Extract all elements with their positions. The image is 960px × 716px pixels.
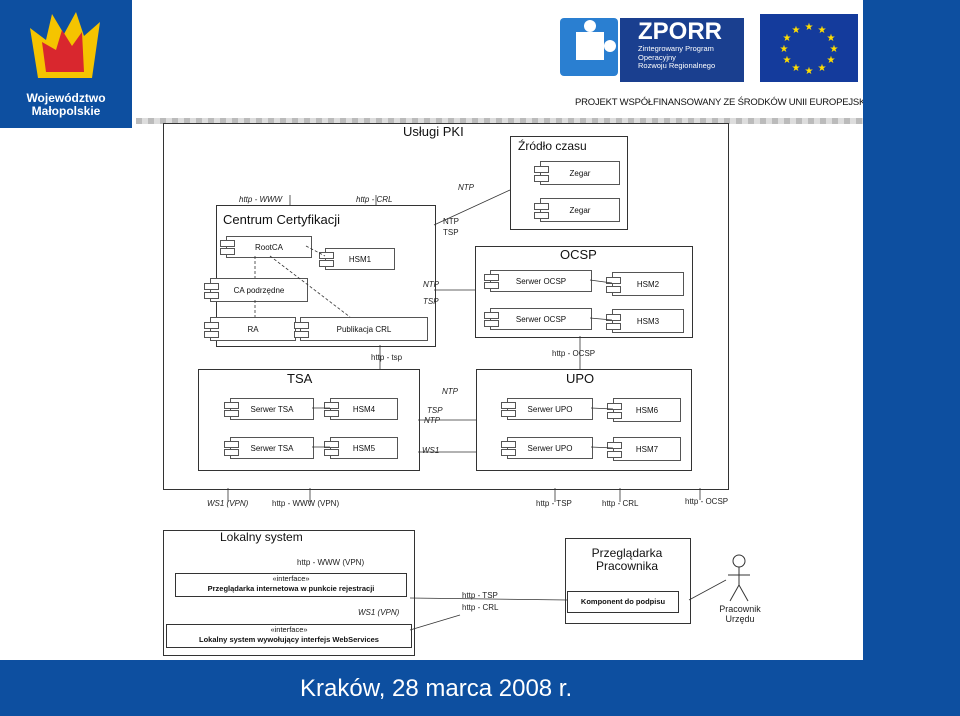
svg-text:★: ★ [805, 22, 814, 33]
proto-tsp: TSP [443, 228, 459, 237]
proto-http-tsp: http - TSP [536, 499, 572, 508]
interface-przegladarka: «interface» Przeglądarka internetowa w p… [175, 573, 407, 597]
proto-tsp: TSP [427, 406, 443, 415]
svg-text:★: ★ [792, 63, 801, 74]
ra-component: RA [204, 317, 296, 341]
svg-text:★: ★ [818, 25, 827, 36]
hsm2-component: HSM2 [606, 272, 684, 296]
svg-text:★: ★ [805, 66, 814, 77]
zegar-component: Zegar [534, 198, 620, 222]
centrum-certyfikacji-title: Centrum Certyfikacji [223, 212, 341, 227]
svg-text:★: ★ [783, 33, 792, 44]
hsm6-component: HSM6 [607, 398, 681, 422]
actor-icon [728, 554, 750, 602]
zegar-component: Zegar [534, 161, 620, 185]
komponent-do-podpisu: Komponent do podpisu [567, 591, 679, 613]
proto-ws1-vpn: WS1 (VPN) [358, 608, 400, 617]
header-divider [136, 118, 863, 124]
zporr-logo: ZPORR Zintegrowany Program Operacyjny Ro… [558, 14, 746, 82]
proto-http-crl: http - CRL [602, 499, 639, 508]
tsa-title: TSA [287, 371, 313, 386]
wojewodztwo-logo [0, 0, 132, 128]
svg-text:★: ★ [818, 63, 827, 74]
serwer-upo-component: Serwer UPO [501, 398, 593, 420]
pracownik-urzedu-label: Pracownik Urzędu [719, 604, 761, 624]
proto-http-www: http - WWW [239, 195, 283, 204]
serwer-upo-component: Serwer UPO [501, 437, 593, 459]
zrodlo-czasu-title: Źródło czasu [518, 139, 587, 153]
svg-text:★: ★ [792, 25, 801, 36]
footer-date-text: Kraków, 28 marca 2008 r. [300, 675, 573, 702]
ocsp-title: OCSP [560, 247, 597, 262]
hsm3-component: HSM3 [606, 309, 684, 333]
lokalny-system-title: Lokalny system [220, 530, 303, 544]
rootca-component: RootCA [220, 236, 312, 258]
upo-title: UPO [566, 371, 595, 386]
publikacja-crl-component: Publikacja CRL [294, 317, 428, 341]
svg-text:★: ★ [827, 55, 836, 66]
przegladarka-pracownika-title: Przeglądarka Pracownika [591, 546, 663, 573]
proto-ntp: NTP [442, 387, 458, 396]
uslugi-pki-title: Usługi PKI [403, 124, 464, 139]
right-side-bar [863, 0, 960, 716]
proto-http-tsp: http - TSP [462, 591, 498, 600]
proto-tsp: TSP [423, 297, 439, 306]
crown-emblem-icon [30, 12, 100, 78]
svg-text:★: ★ [780, 44, 789, 55]
project-cofinancing-line: PROJEKT WSPÓŁFINANSOWANY ZE ŚRODKÓW UNII… [575, 97, 879, 108]
proto-ntp: NTP [423, 280, 439, 289]
serwer-ocsp-component: Serwer OCSP [484, 308, 592, 330]
zporr-title: ZPORR [638, 18, 722, 45]
ca-podrzedne-component: CA podrzędne [204, 278, 308, 302]
proto-http-crl: http - CRL [356, 195, 393, 204]
hsm7-component: HSM7 [607, 437, 681, 461]
hsm4-component: HSM4 [324, 398, 398, 420]
proto-ws1: WS1 [422, 446, 440, 455]
serwer-tsa-component: Serwer TSA [224, 398, 314, 420]
proto-http-www-vpn: http - WWW (VPN) [297, 558, 365, 567]
proto-http-crl: http - CRL [462, 603, 499, 612]
logo-text: Województwo Małopolskie [26, 91, 106, 118]
zporr-subtitle: Zintegrowany Program Operacyjny Rozwoju … [638, 44, 716, 70]
hsm1-component: HSM1 [319, 248, 395, 270]
interface-lokalny-system: «interface» Lokalny system wywołujący in… [166, 624, 412, 648]
hsm5-component: HSM5 [324, 437, 398, 459]
proto-ntp: NTP [458, 183, 474, 192]
proto-http-ocsp: http - OCSP [552, 349, 596, 358]
proto-ntp: NTP [443, 217, 459, 226]
proto-ws1-vpn: WS1 (VPN) [207, 499, 249, 508]
serwer-ocsp-component: Serwer OCSP [484, 270, 592, 292]
serwer-tsa-component: Serwer TSA [224, 437, 314, 459]
proto-ntp: NTP [424, 416, 440, 425]
proto-http-ocsp: http - OCSP [685, 497, 729, 506]
proto-http-www-vpn: http - WWW (VPN) [272, 499, 340, 508]
proto-http-tsp: http - tsp [371, 353, 403, 362]
svg-text:★: ★ [830, 44, 839, 55]
footer-bar [0, 660, 863, 716]
svg-text:★: ★ [827, 33, 836, 44]
svg-text:★: ★ [783, 55, 792, 66]
eu-flag-icon: ★★★ ★★★ ★★★ ★★★ [760, 14, 858, 82]
